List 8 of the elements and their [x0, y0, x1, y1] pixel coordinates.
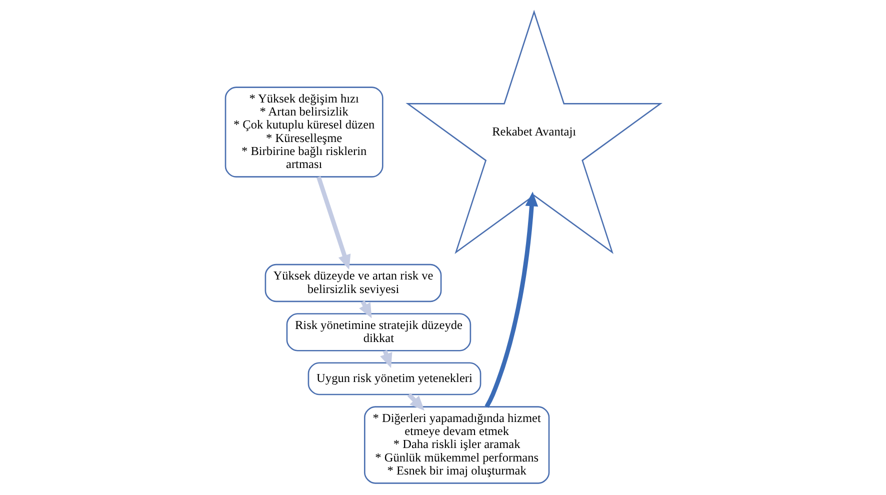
node-box: * Diğerleri yapamadığında hizmet etmeye devam etmek * Daha riskli işler aramak * Günlük mükemmel performans * Esnek bir imaj oluşturmak: [364, 406, 550, 484]
node-box: * Yüksek değişim hızı * Artan belirsizlik * Çok kutuplu küresel düzen * Küreselleşme * Birbirine bağlı risklerin artması: [224, 86, 384, 178]
arrow: [484, 192, 538, 408]
node-box: Risk yönetimine stratejik düzeyde dikkat: [286, 313, 472, 352]
arrow: [407, 393, 424, 411]
node-box: Yüksek düzeyde ve artan risk ve belirsizlik seviyesi: [264, 264, 442, 302]
node-box: Uygun risk yönetim yetenekleri: [308, 362, 482, 396]
arrow: [316, 176, 351, 270]
